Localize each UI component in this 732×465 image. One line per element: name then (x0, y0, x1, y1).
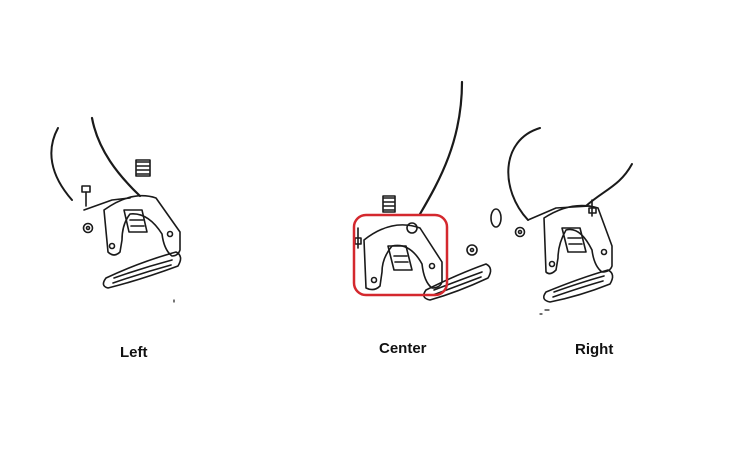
right-cable-inner (585, 163, 633, 207)
center-bracket (363, 222, 443, 291)
left-bracket (103, 194, 181, 257)
center-spring (382, 195, 396, 213)
left-nut (82, 222, 94, 234)
left-spring (135, 159, 151, 177)
label-left: Left (120, 344, 148, 361)
label-right: Right (575, 341, 614, 358)
right-bolt (588, 199, 597, 217)
stray-mark (173, 299, 550, 315)
right-pedal-pad (542, 269, 614, 303)
right-assembly (490, 127, 633, 303)
center-pedal-pad (422, 263, 492, 301)
right-cable-outer (507, 127, 541, 221)
right-nut (514, 226, 526, 238)
highlight-box (352, 213, 449, 297)
right-knob (490, 208, 502, 228)
left-cable-outer (50, 127, 73, 201)
left-cable-inner (90, 116, 142, 198)
center-cable (418, 80, 464, 216)
right-bracket (543, 204, 613, 275)
center-assembly (353, 80, 492, 301)
label-center: Center (379, 340, 427, 357)
right-pivot-arm (527, 205, 591, 221)
left-pedal-pad (102, 251, 182, 289)
left-bolt (81, 185, 91, 207)
left-assembly (50, 116, 182, 289)
center-nut (466, 244, 478, 256)
